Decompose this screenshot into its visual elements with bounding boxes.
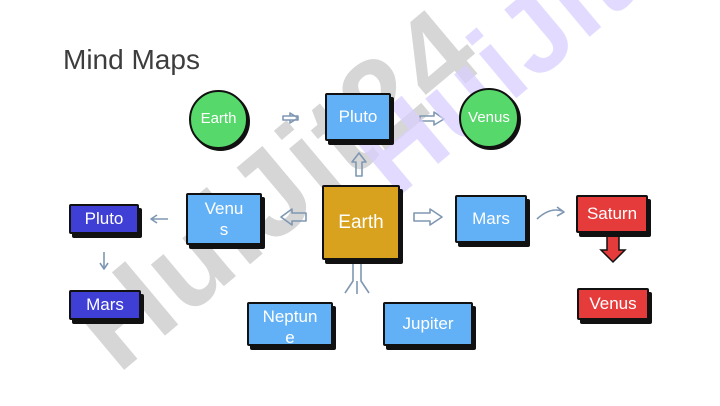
node-earth-center[interactable]: Earth	[322, 185, 400, 260]
node-pluto-top[interactable]: Pluto	[325, 93, 391, 141]
node-mars-right[interactable]: Mars	[455, 195, 527, 243]
arrow-earth-down-split	[344, 264, 370, 294]
node-saturn[interactable]: Saturn	[576, 195, 648, 233]
node-venus-bottom-right-label: Venus	[589, 294, 637, 314]
node-saturn-label: Saturn	[586, 204, 638, 224]
arrow-pluto-to-venus	[419, 111, 445, 126]
node-venus-left[interactable]: Venus	[186, 193, 262, 245]
arrow-earth-to-pluto	[351, 152, 367, 177]
node-jupiter[interactable]: Jupiter	[383, 302, 473, 346]
arrow-earth-to-venus	[280, 208, 307, 226]
node-earth-circle-label: Earth	[200, 110, 237, 128]
node-pluto-top-label: Pluto	[338, 107, 378, 127]
node-pluto-left-label: Pluto	[84, 209, 124, 229]
node-pluto-left[interactable]: Pluto	[69, 204, 139, 234]
arrow-saturn-to-venus	[599, 233, 627, 264]
arrow-pluto-to-mars	[99, 252, 109, 270]
node-venus-circle-label: Venus	[468, 108, 510, 126]
arrow-mars-to-saturn	[536, 206, 565, 220]
arrow-pluto-to-earth	[282, 112, 299, 124]
page-title: Mind Maps	[63, 44, 200, 75]
node-neptune[interactable]: Neptune	[247, 302, 333, 346]
node-mars-left[interactable]: Mars	[69, 290, 141, 320]
node-neptune-label: Neptune	[262, 307, 318, 346]
arrow-venus-to-pluto	[150, 214, 168, 224]
node-earth-center-label: Earth	[338, 211, 384, 233]
arrow-earth-to-mars	[413, 208, 443, 226]
node-jupiter-label: Jupiter	[402, 314, 454, 334]
node-venus-circle[interactable]: Venus	[459, 88, 519, 148]
node-venus-bottom-right[interactable]: Venus	[577, 288, 649, 320]
node-earth-circle[interactable]: Earth	[189, 90, 248, 149]
node-mars-right-label: Mars	[472, 209, 510, 229]
node-venus-left-label: Venus	[204, 198, 244, 239]
node-mars-left-label: Mars	[86, 295, 124, 315]
